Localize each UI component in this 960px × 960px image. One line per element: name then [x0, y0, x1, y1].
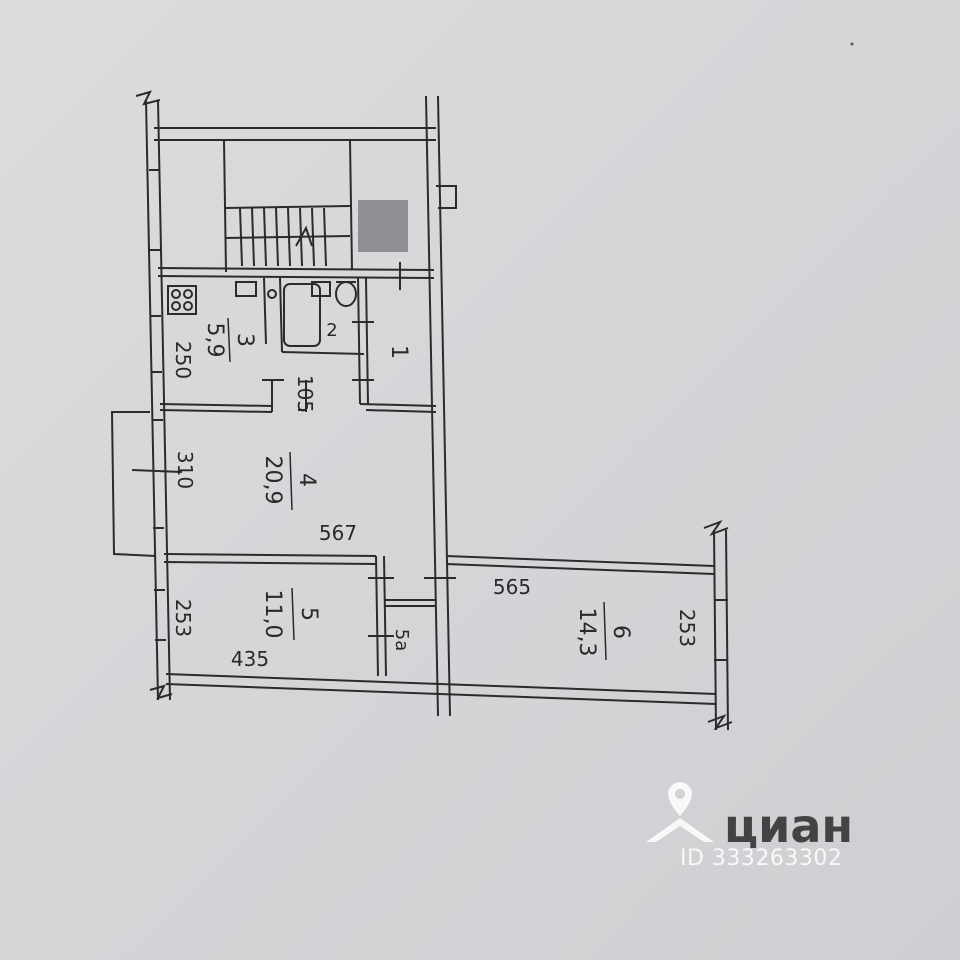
stair-top-wall [154, 127, 436, 141]
dim-567: 567 [319, 521, 357, 545]
dim-310-line [131, 469, 183, 473]
dim-310: 310 [173, 451, 197, 489]
stair-bottom-wall [157, 262, 435, 290]
kitchen-bath-walls [159, 277, 437, 413]
listing-id: ID 333263302 [680, 846, 843, 871]
paper-speck [850, 42, 854, 46]
room-6-label: 6 [608, 625, 633, 639]
dim-105: 105 [293, 375, 317, 413]
room-3-area: 5,9 [202, 323, 227, 358]
room-1-label: 1 [386, 345, 411, 359]
balcony [110, 411, 157, 557]
room-labels: 1 2 3 5,9 4 20,9 5 11,0 5а 6 14,3 [202, 317, 633, 661]
dimension-labels: 250 105 310 567 565 253 435 253 [171, 341, 699, 671]
room4-room5-wall [163, 553, 456, 677]
room-4-area: 20,9 [260, 456, 285, 505]
dim-250: 250 [171, 341, 195, 379]
watermark: циан ID 333263302 [640, 778, 880, 878]
staircase [223, 139, 353, 273]
room-5-area: 11,0 [260, 590, 285, 639]
room-5a-label: 5а [391, 629, 412, 651]
dim-253-right: 253 [675, 609, 699, 647]
left-outer-wall [135, 90, 173, 701]
room-3-label: 3 [232, 333, 257, 347]
room-2-label: 2 [326, 320, 337, 341]
location-pin-icon [668, 782, 692, 816]
room-4-label: 4 [294, 473, 319, 487]
cian-logo: циан [646, 782, 853, 848]
room-6-area: 14,3 [574, 608, 599, 657]
dim-253-left: 253 [171, 599, 195, 637]
bottom-outer-wall [165, 673, 717, 705]
dim-435: 435 [231, 647, 269, 671]
brand-text: циан [724, 799, 853, 848]
dim-565: 565 [493, 575, 531, 599]
room6-walls [445, 519, 733, 731]
room-5-label: 5 [296, 607, 321, 621]
gray-block [358, 200, 408, 252]
